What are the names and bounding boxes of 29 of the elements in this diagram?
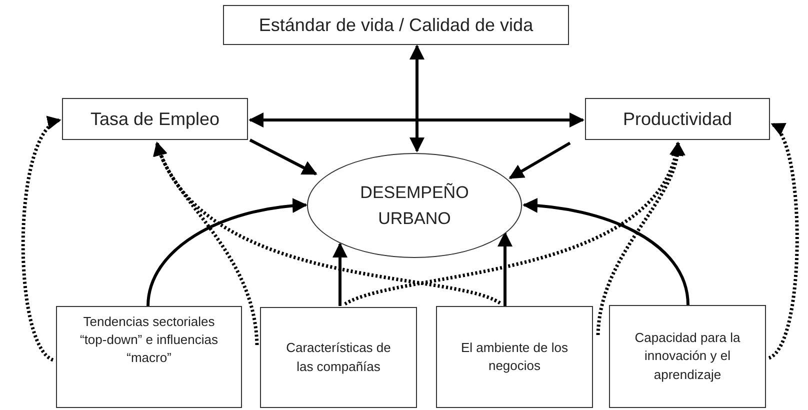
factor-box [436,306,593,408]
arrow [249,138,318,176]
node-label: El ambiente de los negocios [460,338,569,375]
dotted-arrow [596,142,684,336]
node-label: Estándar de vida / Calidad de vida [258,14,534,36]
factor-box [56,306,242,408]
process-box [62,98,248,140]
dotted-arrow [21,118,62,362]
node-label: Tasa de Empleo [90,108,220,130]
node-label: Capacidad para la innovación y el aprendizaje [634,329,742,384]
process-box [585,98,770,140]
arrow [522,198,690,306]
arrow [410,44,424,152]
factor-box [260,307,417,408]
node-label: Características de las compañías [285,339,392,376]
arrow [332,242,348,306]
arrow [508,142,571,180]
arrow [498,232,512,306]
top-box [223,5,569,45]
dotted-arrow [155,142,501,305]
factor-box [609,305,766,408]
node-label: Tendencias sectoriales “top-down” e influencias “macro” [79,313,219,368]
arrow [146,198,308,306]
node-label: Productividad [622,108,732,130]
arrow [248,112,584,128]
dotted-arrow [768,122,799,360]
dotted-arrow [344,142,682,306]
node-label: DESEMPEÑO URBANO [359,182,470,230]
dotted-arrow [154,142,259,346]
